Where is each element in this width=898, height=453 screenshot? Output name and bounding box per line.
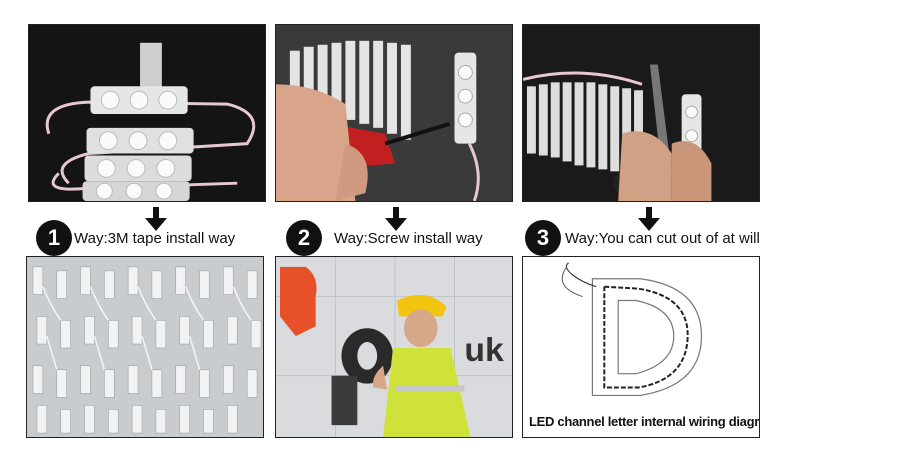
photo-module-array <box>26 256 264 438</box>
step-number-badge: 3 <box>525 220 561 256</box>
wiring-diagram: LED channel letter internal wiring diagr… <box>522 256 760 438</box>
photo-worker-installing-sign: uk <box>275 256 513 438</box>
step-caption: Way:You can cut out of at will <box>565 229 760 247</box>
down-arrow-icon <box>145 207 167 231</box>
photo-screw-install <box>275 24 513 202</box>
svg-text:uk: uk <box>464 332 504 369</box>
step-number-badge: 1 <box>36 220 72 256</box>
step-caption: Way:3M tape install way <box>74 229 236 247</box>
step-number-badge: 2 <box>286 220 322 256</box>
step-caption: Way:Screw install way <box>334 229 483 247</box>
down-arrow-icon <box>385 207 407 231</box>
wiring-diagram-caption: LED channel letter internal wiring diagr… <box>529 414 760 429</box>
down-arrow-icon <box>638 207 660 231</box>
step-1-label: 1 Way:3M tape install way <box>36 218 235 258</box>
step-2-label: 2 Way:Screw install way <box>286 218 483 258</box>
step-3-label: 3 Way:You can cut out of at will <box>525 218 760 258</box>
photo-led-modules-3m-tape <box>28 24 266 202</box>
photo-cut-modules <box>522 24 760 202</box>
